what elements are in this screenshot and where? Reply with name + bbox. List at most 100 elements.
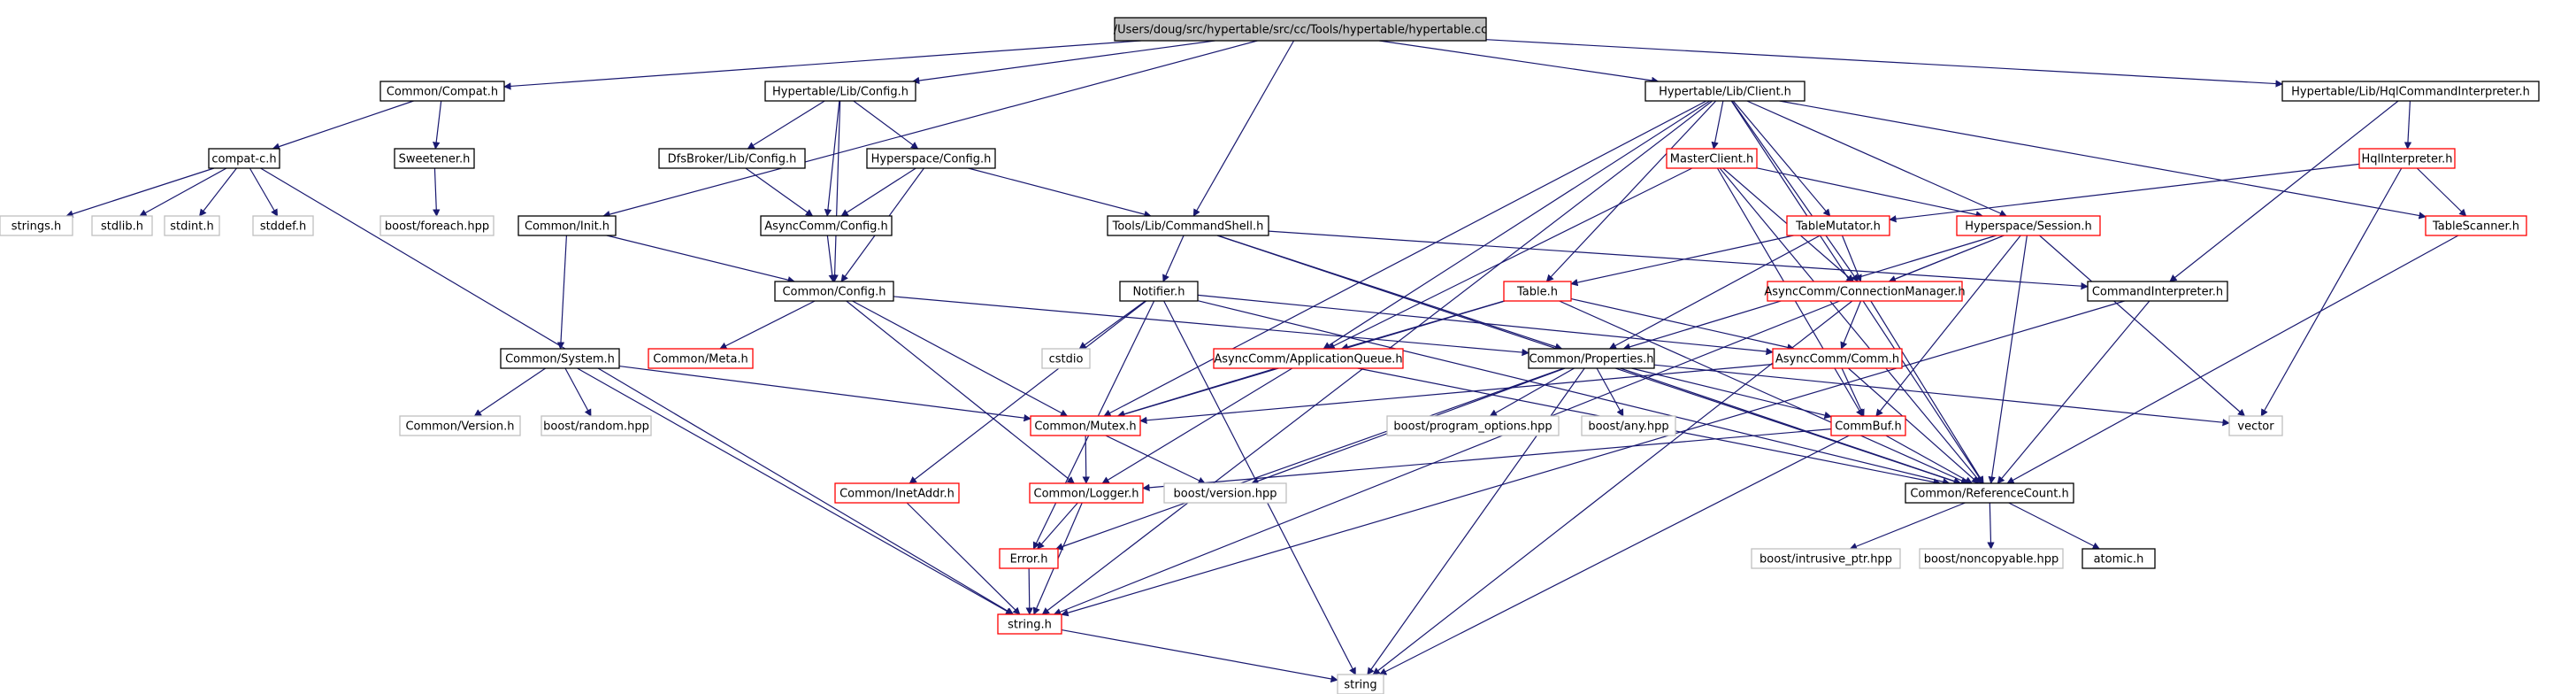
node-box-inetaddr[interactable] <box>834 482 960 504</box>
node-anyhpp[interactable]: boost/any.hpp <box>1581 415 1676 436</box>
node-compat[interactable]: Common/Compat.h <box>380 81 505 102</box>
node-box-dfsconfig[interactable] <box>658 148 806 169</box>
node-box-properties[interactable] <box>1528 348 1655 369</box>
node-intrusive[interactable]: boost/intrusive_ptr.hpp <box>1751 548 1901 569</box>
node-string[interactable]: string <box>1337 674 1384 694</box>
node-box-refcount[interactable] <box>1905 482 2074 504</box>
node-dfsconfig[interactable]: DfsBroker/Lib/Config.h <box>658 148 806 169</box>
node-refcount[interactable]: Common/ReferenceCount.h <box>1905 482 2074 504</box>
node-box-root[interactable] <box>1114 17 1487 42</box>
node-box-intrusive[interactable] <box>1751 548 1901 569</box>
node-error[interactable]: Error.h <box>999 548 1059 569</box>
node-comm[interactable]: AsyncComm/Comm.h <box>1772 348 1903 369</box>
node-box-tablemutator[interactable] <box>1786 215 1890 236</box>
node-box-random[interactable] <box>540 415 652 436</box>
node-cstdio[interactable]: cstdio <box>1041 348 1091 369</box>
node-box-hsconfig[interactable] <box>866 148 996 169</box>
node-box-compatc[interactable] <box>208 148 280 169</box>
node-noncopyable[interactable]: boost/noncopyable.hpp <box>1919 548 2064 569</box>
node-box-appqueue[interactable] <box>1213 348 1404 369</box>
node-progopts[interactable]: boost/program_options.hpp <box>1386 415 1560 436</box>
node-box-progopts[interactable] <box>1386 415 1560 436</box>
node-box-libconfig[interactable] <box>764 81 916 102</box>
node-stdinth[interactable]: stdint.h <box>164 215 220 236</box>
node-box-stddefh[interactable] <box>252 215 314 236</box>
node-cmdshell[interactable]: Tools/Lib/CommandShell.h <box>1107 215 1269 236</box>
node-box-acconfig[interactable] <box>760 215 893 236</box>
node-box-noncopyable[interactable] <box>1919 548 2064 569</box>
node-cmdinterp[interactable]: CommandInterpreter.h <box>2087 281 2228 302</box>
node-stringsh[interactable]: strings.h <box>0 215 73 236</box>
node-box-error[interactable] <box>999 548 1059 569</box>
node-acconfig[interactable]: AsyncComm/Config.h <box>760 215 893 236</box>
node-atomic[interactable]: atomic.h <box>2082 548 2156 569</box>
node-box-tablescanner[interactable] <box>2425 215 2527 236</box>
node-box-vector[interactable] <box>2228 415 2283 436</box>
node-client[interactable]: Hypertable/Lib/Client.h <box>1644 81 1806 102</box>
node-box-hqlinterp[interactable] <box>2358 148 2456 169</box>
node-version[interactable]: Common/Version.h <box>399 415 521 436</box>
node-box-commbuf[interactable] <box>1830 415 1906 436</box>
node-random[interactable]: boost/random.hpp <box>540 415 652 436</box>
node-box-string[interactable] <box>1337 674 1384 694</box>
node-stddefh[interactable]: stddef.h <box>252 215 314 236</box>
node-bversion[interactable]: boost/version.hpp <box>1163 482 1287 504</box>
node-stdlibh[interactable]: stdlib.h <box>91 215 153 236</box>
node-compatc[interactable]: compat-c.h <box>208 148 280 169</box>
node-libconfig[interactable]: Hypertable/Lib/Config.h <box>764 81 916 102</box>
node-box-atomic[interactable] <box>2082 548 2156 569</box>
node-logger[interactable]: Common/Logger.h <box>1029 482 1144 504</box>
node-box-anyhpp[interactable] <box>1581 415 1676 436</box>
node-box-hqlci[interactable] <box>2281 81 2540 102</box>
node-connmgr[interactable]: AsyncComm/ConnectionManager.h <box>1764 281 1966 302</box>
node-hssession[interactable]: Hyperspace/Session.h <box>1956 215 2101 236</box>
node-system[interactable]: Common/System.h <box>500 348 620 369</box>
node-mutex[interactable]: Common/Mutex.h <box>1030 415 1141 436</box>
node-box-system[interactable] <box>500 348 620 369</box>
node-box-tableh[interactable] <box>1503 281 1572 302</box>
node-masterclient[interactable]: MasterClient.h <box>1666 148 1758 169</box>
node-vector[interactable]: vector <box>2228 415 2283 436</box>
node-inetaddr[interactable]: Common/InetAddr.h <box>834 482 960 504</box>
node-box-cmdinterp[interactable] <box>2087 281 2228 302</box>
node-init[interactable]: Common/Init.h <box>518 215 617 236</box>
node-box-hssession[interactable] <box>1956 215 2101 236</box>
node-box-stdlibh[interactable] <box>91 215 153 236</box>
node-commonconfig[interactable]: Common/Config.h <box>774 281 894 302</box>
node-box-commonconfig[interactable] <box>774 281 894 302</box>
node-box-mutex[interactable] <box>1030 415 1141 436</box>
node-appqueue[interactable]: AsyncComm/ApplicationQueue.h <box>1213 348 1404 369</box>
node-notifier[interactable]: Notifier.h <box>1119 281 1199 302</box>
node-box-stringsh[interactable] <box>0 215 73 236</box>
node-hsconfig[interactable]: Hyperspace/Config.h <box>866 148 996 169</box>
node-box-stringh[interactable] <box>997 613 1062 635</box>
node-commbuf[interactable]: CommBuf.h <box>1830 415 1906 436</box>
node-box-comm[interactable] <box>1772 348 1903 369</box>
node-hqlci[interactable]: Hypertable/Lib/HqlCommandInterpreter.h <box>2281 81 2540 102</box>
node-box-client[interactable] <box>1644 81 1806 102</box>
node-stringh[interactable]: string.h <box>997 613 1062 635</box>
node-box-bversion[interactable] <box>1163 482 1287 504</box>
node-tableh[interactable]: Table.h <box>1503 281 1572 302</box>
node-properties[interactable]: Common/Properties.h <box>1528 348 1655 369</box>
node-box-meta[interactable] <box>648 348 754 369</box>
node-box-cstdio[interactable] <box>1041 348 1091 369</box>
node-box-connmgr[interactable] <box>1767 281 1963 302</box>
node-root[interactable]: /Users/doug/src/hypertable/src/cc/Tools/… <box>1114 17 1488 42</box>
node-box-compat[interactable] <box>380 81 505 102</box>
node-box-notifier[interactable] <box>1119 281 1199 302</box>
node-box-version[interactable] <box>399 415 521 436</box>
node-box-sweetener[interactable] <box>394 148 475 169</box>
node-tablescanner[interactable]: TableScanner.h <box>2425 215 2527 236</box>
node-box-stdinth[interactable] <box>164 215 220 236</box>
node-hqlinterp[interactable]: HqlInterpreter.h <box>2358 148 2456 169</box>
node-box-init[interactable] <box>518 215 617 236</box>
node-sweetener[interactable]: Sweetener.h <box>394 148 475 169</box>
node-box-foreach[interactable] <box>380 215 494 236</box>
node-meta[interactable]: Common/Meta.h <box>648 348 754 369</box>
node-box-cmdshell[interactable] <box>1107 215 1269 236</box>
node-tablemutator[interactable]: TableMutator.h <box>1786 215 1890 236</box>
node-box-logger[interactable] <box>1029 482 1144 504</box>
node-box-masterclient[interactable] <box>1666 148 1758 169</box>
node-foreach[interactable]: boost/foreach.hpp <box>380 215 494 236</box>
